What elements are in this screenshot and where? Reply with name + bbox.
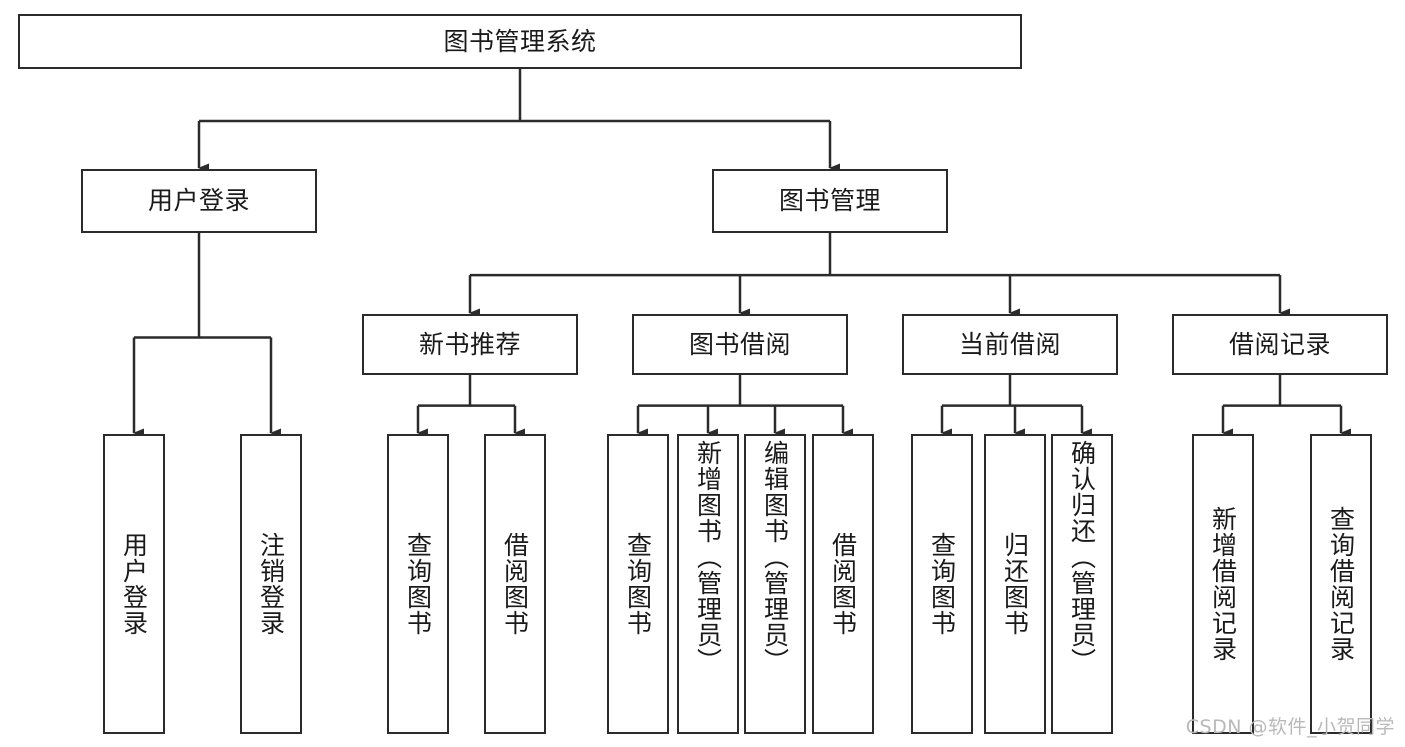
node-root: 图书管理系统 (18, 14, 1022, 69)
node-current-borrow: 当前借阅 (902, 314, 1118, 375)
node-leaf-query-book-2: 查询图书 (607, 434, 669, 734)
node-label: 编辑图书（管理员） (760, 440, 790, 674)
node-leaf-query-book-1: 查询图书 (387, 434, 449, 734)
node-label: 确认归还（管理员） (1067, 440, 1097, 674)
edges-group (132, 69, 1351, 438)
node-label: 注销登录 (256, 532, 286, 636)
node-label: 用户登录 (147, 186, 250, 215)
node-book-manage: 图书管理 (712, 169, 948, 233)
node-label: 查询借阅记录 (1326, 506, 1356, 662)
node-label: 借阅记录 (1228, 329, 1331, 359)
watermark-text: CSDN @软件_小贺同学 (1185, 716, 1395, 738)
node-label: 图书管理系统 (443, 26, 597, 56)
node-leaf-query-book-3: 查询图书 (911, 434, 973, 734)
node-label: 图书借阅 (688, 329, 791, 359)
node-leaf-user-login: 用户登录 (103, 434, 165, 734)
node-label: 查询图书 (403, 532, 433, 636)
node-label: 查询图书 (927, 532, 957, 636)
node-user-login: 用户登录 (81, 169, 317, 233)
node-label: 查询图书 (623, 532, 653, 636)
node-leaf-add-book: 新增图书（管理员） (677, 434, 739, 734)
node-label: 当前借阅 (958, 329, 1061, 359)
node-leaf-confirm-return: 确认归还（管理员） (1051, 434, 1113, 734)
node-label: 借阅图书 (500, 532, 530, 636)
node-label: 新增借阅记录 (1208, 506, 1238, 662)
node-label: 图书管理 (778, 186, 881, 215)
node-new-book-rec: 新书推荐 (362, 314, 578, 375)
node-label: 归还图书 (1000, 532, 1030, 636)
node-label: 用户登录 (119, 532, 149, 636)
node-borrow-record: 借阅记录 (1172, 314, 1388, 375)
node-leaf-query-record: 查询借阅记录 (1310, 434, 1372, 734)
node-leaf-borrow-book-1: 借阅图书 (484, 434, 546, 734)
node-book-borrow: 图书借阅 (632, 314, 848, 375)
node-leaf-add-record: 新增借阅记录 (1192, 434, 1254, 734)
node-label: 新书推荐 (418, 329, 521, 359)
node-leaf-return-book: 归还图书 (984, 434, 1046, 734)
node-label: 新增图书（管理员） (693, 440, 723, 674)
node-leaf-logout: 注销登录 (240, 434, 302, 734)
node-label: 借阅图书 (828, 532, 858, 636)
node-leaf-edit-book: 编辑图书（管理员） (744, 434, 806, 734)
node-leaf-borrow-book-2: 借阅图书 (812, 434, 874, 734)
